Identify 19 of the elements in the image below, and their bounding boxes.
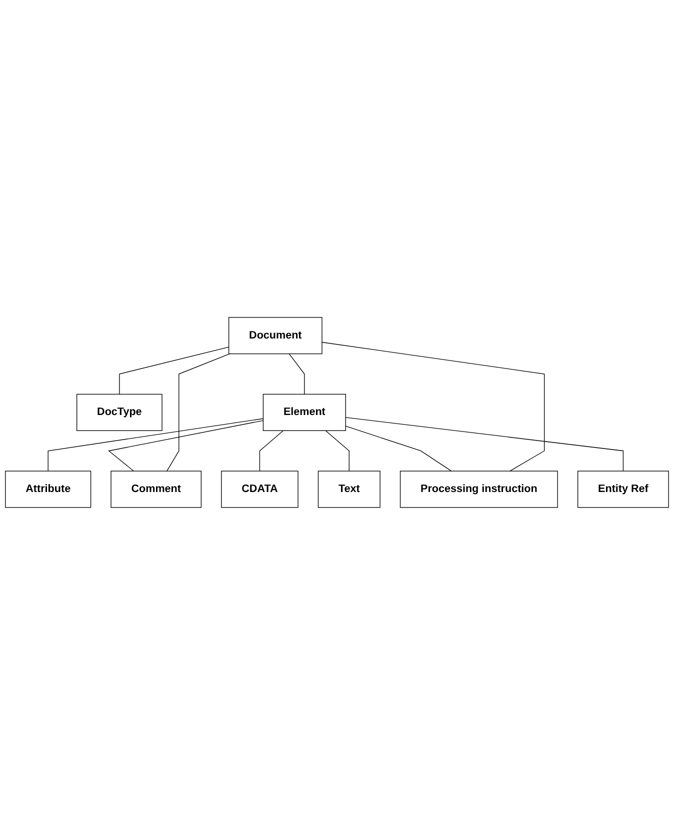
- connector: [345, 417, 624, 472]
- node-box: Attribute: [5, 470, 92, 508]
- node-box: DocType: [76, 394, 162, 432]
- connector: [325, 430, 350, 472]
- node-box: Element: [262, 394, 346, 432]
- node-box: CDATA: [221, 470, 298, 508]
- connector: [119, 346, 230, 395]
- connector: [345, 426, 452, 472]
- node-box: Entity Ref: [577, 470, 669, 508]
- node-box: Document: [228, 317, 322, 354]
- connector: [48, 418, 264, 472]
- node-box: Text: [318, 470, 380, 508]
- connector: [259, 430, 284, 472]
- connector: [322, 342, 545, 472]
- connector: [288, 354, 305, 395]
- connector: [166, 354, 230, 472]
- connector: [108, 420, 264, 472]
- node-box: Comment: [110, 470, 202, 508]
- node-box: Processing instruction: [400, 470, 558, 508]
